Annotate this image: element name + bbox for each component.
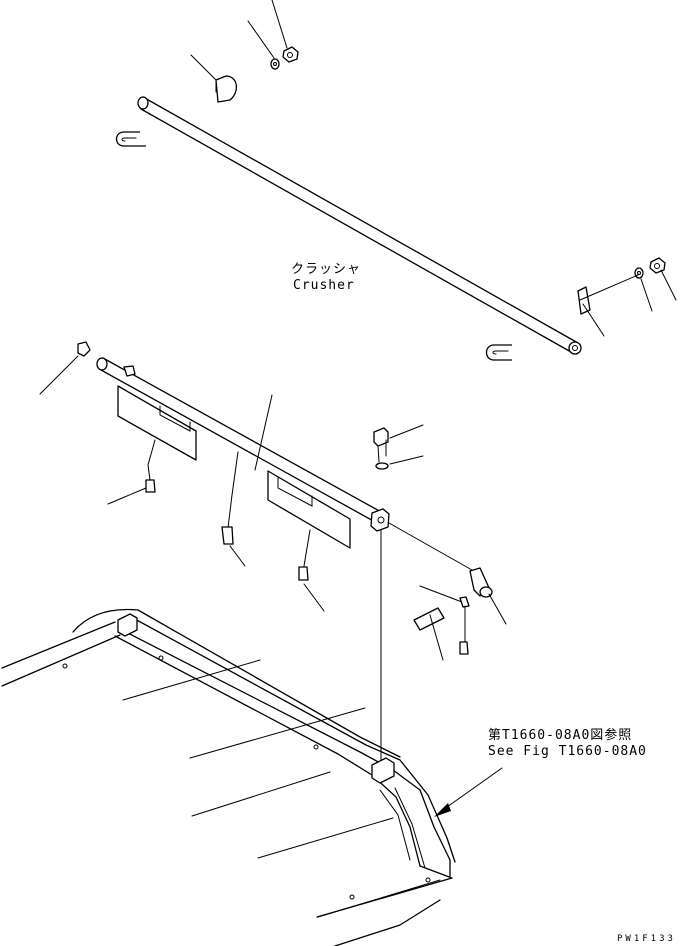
reference-arrow — [434, 767, 503, 817]
hose-assembly — [388, 522, 507, 661]
upper-bar-assembly — [115, 0, 677, 361]
drawing-code: PW1F133 — [617, 934, 676, 944]
reference-label-jp: 第T1660-08A0図参照 — [488, 728, 633, 743]
lower-bar-assembly — [39, 341, 390, 612]
cab-roof — [1, 608, 456, 946]
crusher-label-jp: クラッシャ — [291, 262, 362, 277]
crusher-label-en: Crusher — [293, 278, 355, 293]
reference-label-en: See Fig T1660-08A0 — [488, 744, 647, 759]
bolt-and-washer — [373, 424, 424, 470]
